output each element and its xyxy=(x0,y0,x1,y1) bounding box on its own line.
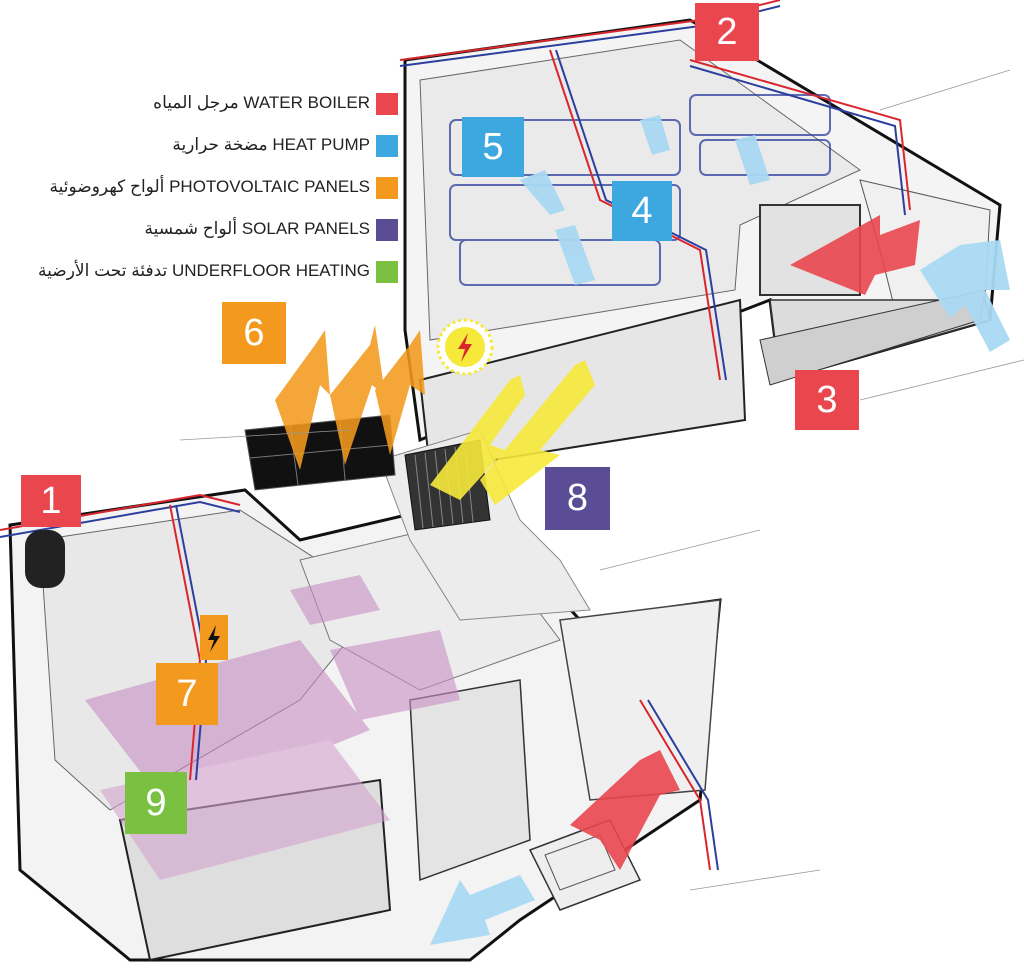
legend-swatch xyxy=(376,135,398,157)
sun-icon xyxy=(436,318,494,376)
photovoltaic-sun-arrows xyxy=(275,325,425,470)
legend-swatch xyxy=(376,219,398,241)
legend-item-underfloor-heating: تدفئة تحت الأرضية UNDERFLOOR HEATING xyxy=(0,256,400,292)
marker-6-photovoltaic: 6 xyxy=(222,302,286,364)
cool-air-arrows xyxy=(430,115,1010,945)
legend-label: مرجل المياه WATER BOILER xyxy=(153,93,370,112)
marker-8-solar-panels: 8 xyxy=(545,467,610,530)
marker-2-water-boiler: 2 xyxy=(695,3,759,61)
electric-inverter-icon xyxy=(200,615,228,660)
marker-5-heat-pump: 5 xyxy=(462,117,524,177)
legend-label: ألواح شمسية SOLAR PANELS xyxy=(144,219,371,238)
marker-4-heat-pump: 4 xyxy=(612,181,672,241)
legend-item-water-boiler: مرجل المياه WATER BOILER xyxy=(0,88,400,124)
legend-item-heat-pump: مضخة حرارية HEAT PUMP xyxy=(0,130,400,166)
marker-7-photovoltaic: 7 xyxy=(156,663,218,725)
photovoltaic-panels xyxy=(244,414,396,491)
legend-swatch xyxy=(376,261,398,283)
legend-item-photovoltaic-panels: ألواح كهروضوئية PHOTOVOLTAIC PANELS xyxy=(0,172,400,208)
legend-label: مضخة حرارية HEAT PUMP xyxy=(172,135,370,154)
legend-swatch xyxy=(376,93,398,115)
legend-item-solar-panels: ألواح شمسية SOLAR PANELS xyxy=(0,214,400,250)
marker-1-water-boiler: 1 xyxy=(21,475,81,527)
construction-lines xyxy=(179,69,1024,891)
marker-3-water-boiler: 3 xyxy=(795,370,859,430)
warm-air-arrows xyxy=(570,215,920,870)
water-boiler xyxy=(25,530,65,588)
legend-label: تدفئة تحت الأرضية UNDERFLOOR HEATING xyxy=(38,261,370,280)
legend-swatch xyxy=(376,177,398,199)
solar-sun-arrows xyxy=(430,360,595,505)
legend-label: ألواح كهروضوئية PHOTOVOLTAIC PANELS xyxy=(49,177,370,196)
marker-9-underfloor-heating: 9 xyxy=(125,772,187,834)
upper-apartment xyxy=(403,18,1002,472)
